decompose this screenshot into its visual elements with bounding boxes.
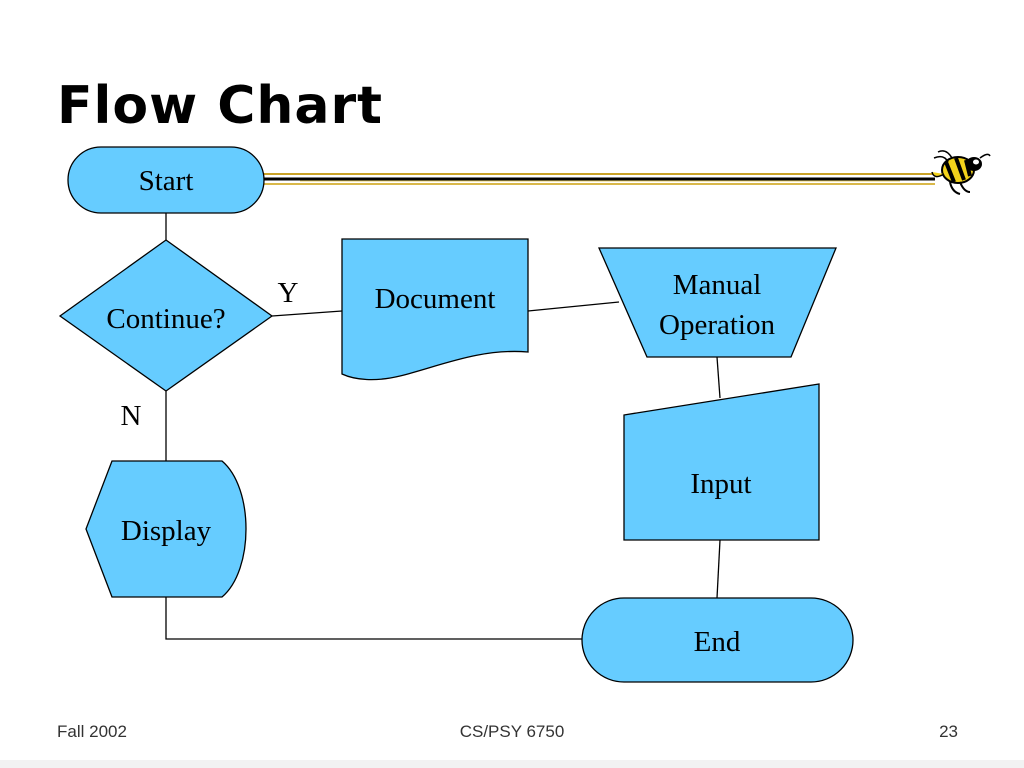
- edge-decision-document: [271, 310, 343, 317]
- input-node: Input: [623, 383, 820, 541]
- end-node: End: [581, 597, 854, 683]
- footer-course: CS/PSY 6750: [459, 722, 565, 741]
- manual-operation-node: Manual Operation: [598, 247, 837, 358]
- decision-node: Continue?: [58, 239, 274, 392]
- edge-manual-input: [716, 356, 721, 399]
- footer-page-number: 23: [939, 722, 958, 741]
- manual-operation-label-line1: Manual: [673, 269, 762, 301]
- footer-date: Fall 2002: [57, 722, 127, 741]
- title-rule: [262, 173, 935, 185]
- yellow-jacket-bee-icon: [931, 150, 991, 195]
- display-label: Display: [121, 515, 212, 547]
- edge-document-manual: [527, 301, 620, 312]
- edge-display-end: [165, 597, 582, 640]
- connectors: [165, 213, 721, 640]
- bottom-border: [0, 760, 1024, 768]
- input-label: Input: [690, 468, 751, 500]
- display-node: Display: [85, 460, 247, 598]
- document-node: Document: [341, 238, 529, 381]
- manual-operation-label-line2: Operation: [659, 309, 775, 341]
- start-node: Start: [67, 146, 265, 214]
- decision-label: Continue?: [106, 303, 225, 335]
- yes-edge-label: Y: [278, 277, 299, 309]
- slide-title: Flow Chart: [57, 76, 383, 136]
- document-label: Document: [375, 283, 496, 315]
- start-label: Start: [139, 165, 194, 197]
- end-label: End: [694, 626, 741, 658]
- no-edge-label: N: [121, 400, 142, 432]
- edge-input-end: [716, 539, 721, 599]
